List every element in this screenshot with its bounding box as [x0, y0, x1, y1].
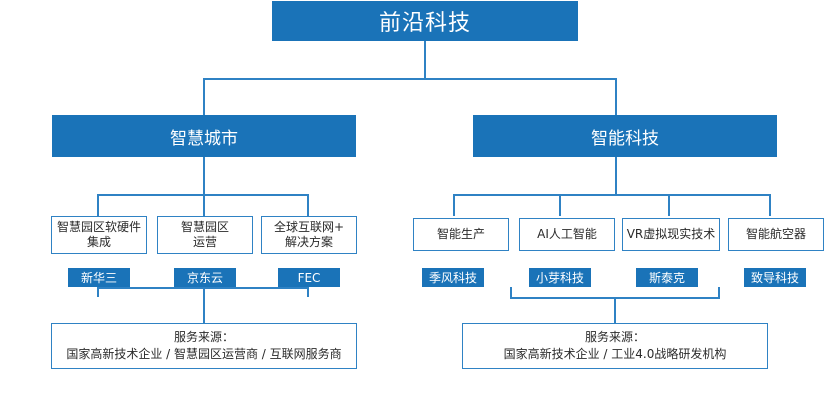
- connector: [307, 194, 309, 216]
- service-source-box: 服务来源： 国家高新技术企业 / 工业4.0战略研发机构: [462, 323, 768, 369]
- connector: [614, 297, 616, 323]
- item-label: 智慧园区 运营: [180, 220, 229, 249]
- company-tag: 致导科技: [744, 268, 806, 287]
- category-smart-city: 智慧城市: [52, 115, 356, 157]
- service-source-box: 服务来源： 国家高新技术企业 / 智慧园区运营商 / 互联网服务商: [51, 323, 357, 369]
- item-label: 智能生产: [436, 227, 485, 241]
- connector: [510, 287, 512, 297]
- connector: [203, 157, 205, 196]
- connector: [97, 194, 99, 216]
- connector: [203, 287, 205, 323]
- service-source-text: 国家高新技术企业 / 工业4.0战略研发机构: [503, 347, 727, 361]
- company-tag: 新华三: [68, 268, 130, 287]
- company-tag: 小芽科技: [529, 268, 591, 287]
- item-node: VR虚拟现实技术: [622, 218, 720, 251]
- item-label: AI人工智能: [537, 227, 597, 241]
- category-smart-tech: 智能科技: [473, 115, 777, 157]
- item-label: VR虚拟现实技术: [626, 227, 716, 241]
- item-node: 智能航空器: [728, 218, 824, 251]
- service-source-text: 国家高新技术企业 / 智慧园区运营商 / 互联网服务商: [66, 347, 342, 361]
- connector: [203, 78, 617, 80]
- connector: [668, 194, 670, 216]
- connector: [559, 194, 561, 216]
- service-source-title: 服务来源：: [584, 330, 645, 344]
- connector: [453, 194, 771, 196]
- item-node: AI人工智能: [519, 218, 615, 251]
- connector: [97, 287, 99, 297]
- connector: [307, 287, 309, 297]
- company-tag: FEC: [278, 268, 340, 287]
- item-node: 智能生产: [413, 218, 509, 251]
- service-source-title: 服务来源：: [173, 330, 234, 344]
- connector: [424, 41, 426, 80]
- connector: [453, 194, 455, 216]
- item-node: 全球互联网+ 解决方案: [261, 216, 357, 254]
- connector: [615, 78, 617, 116]
- connector: [769, 194, 771, 216]
- root-node: 前沿科技: [272, 1, 578, 41]
- item-node: 智慧园区 运营: [157, 216, 253, 254]
- item-label: 智能航空器: [745, 227, 806, 241]
- company-tag: 季风科技: [422, 268, 484, 287]
- item-label: 全球互联网+ 解决方案: [273, 220, 345, 249]
- connector: [203, 78, 205, 116]
- company-tag: 斯泰克: [636, 268, 698, 287]
- item-label: 智慧园区软硬件 集成: [56, 220, 141, 249]
- item-node: 智慧园区软硬件 集成: [51, 216, 147, 254]
- connector: [203, 194, 205, 216]
- connector: [615, 157, 617, 196]
- connector: [718, 287, 720, 297]
- company-tag: 京东云: [174, 268, 236, 287]
